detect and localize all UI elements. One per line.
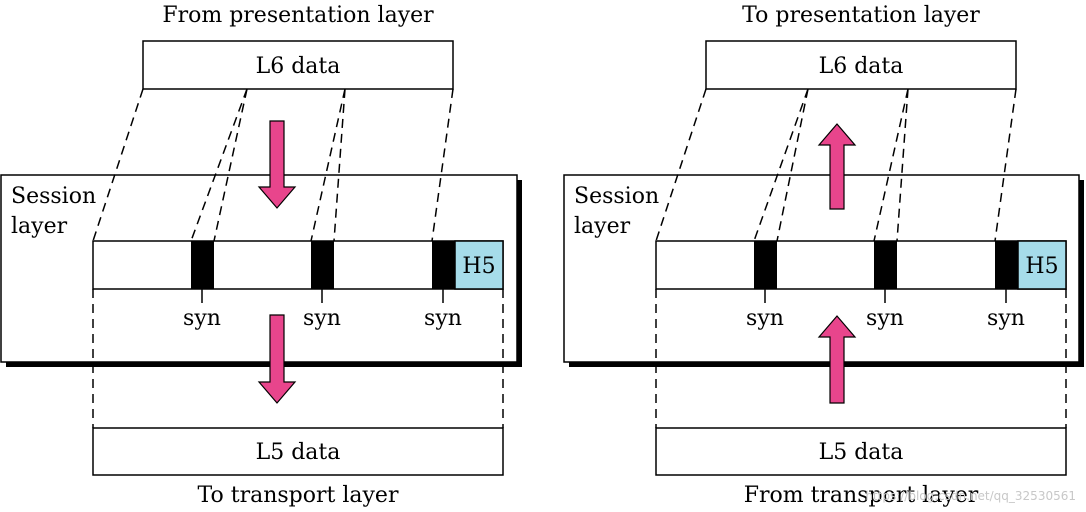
l6-data-label: L6 data: [819, 54, 904, 79]
session-layer-label: Session: [574, 184, 659, 209]
l5-data-box: [655, 427, 1067, 476]
session-layer-label: Session: [11, 184, 96, 209]
top-label: From presentation layer: [162, 3, 434, 28]
syn-label: syn: [987, 306, 1025, 331]
l6-data-box: [142, 40, 454, 90]
lower-dashed-lines: [92, 289, 504, 428]
upper-dashed-lines: [92, 88, 454, 242]
bottom-label: From transport layer: [744, 483, 979, 508]
l5-data-label: L5 data: [819, 440, 904, 465]
h5-label: H5: [462, 254, 495, 279]
syn-block: [191, 241, 214, 289]
down-arrow-icon: [257, 314, 297, 404]
l6-data-box: [705, 40, 1017, 90]
left-panel: From presentation layer L6 data Session …: [0, 3, 522, 508]
syn-label: syn: [303, 306, 341, 331]
l6-data-label: L6 data: [256, 54, 341, 79]
syn-label: syn: [183, 306, 221, 331]
l5-data-label: L5 data: [256, 440, 341, 465]
up-arrow-icon: [817, 123, 857, 210]
l5-data-box: [92, 427, 504, 476]
up-arrow-icon: [817, 315, 857, 404]
top-label: To presentation layer: [742, 3, 980, 28]
syn-block: [874, 241, 897, 289]
down-arrow-icon: [257, 120, 297, 209]
syn-label: syn: [424, 306, 462, 331]
bottom-label: To transport layer: [198, 483, 399, 508]
syn-label: syn: [866, 306, 904, 331]
lower-dashed-lines: [655, 289, 1067, 428]
h5-header: [454, 240, 504, 290]
syn-ticks: [764, 289, 1007, 303]
syn-label: syn: [746, 306, 784, 331]
syn-block: [754, 241, 777, 289]
syn-block: [432, 241, 455, 289]
watermark: https://blog.csdn.net/qq_32530561: [865, 489, 1076, 503]
h5-label: H5: [1025, 254, 1058, 279]
session-layer-label-2: layer: [574, 214, 631, 239]
syn-ticks: [201, 289, 444, 303]
upper-dashed-lines: [655, 88, 1017, 242]
session-layer-label-2: layer: [11, 214, 68, 239]
right-panel: To presentation layer L6 data Session la…: [563, 3, 1084, 508]
syn-block: [995, 241, 1018, 289]
syn-block: [311, 241, 334, 289]
h5-header: [1017, 240, 1067, 290]
